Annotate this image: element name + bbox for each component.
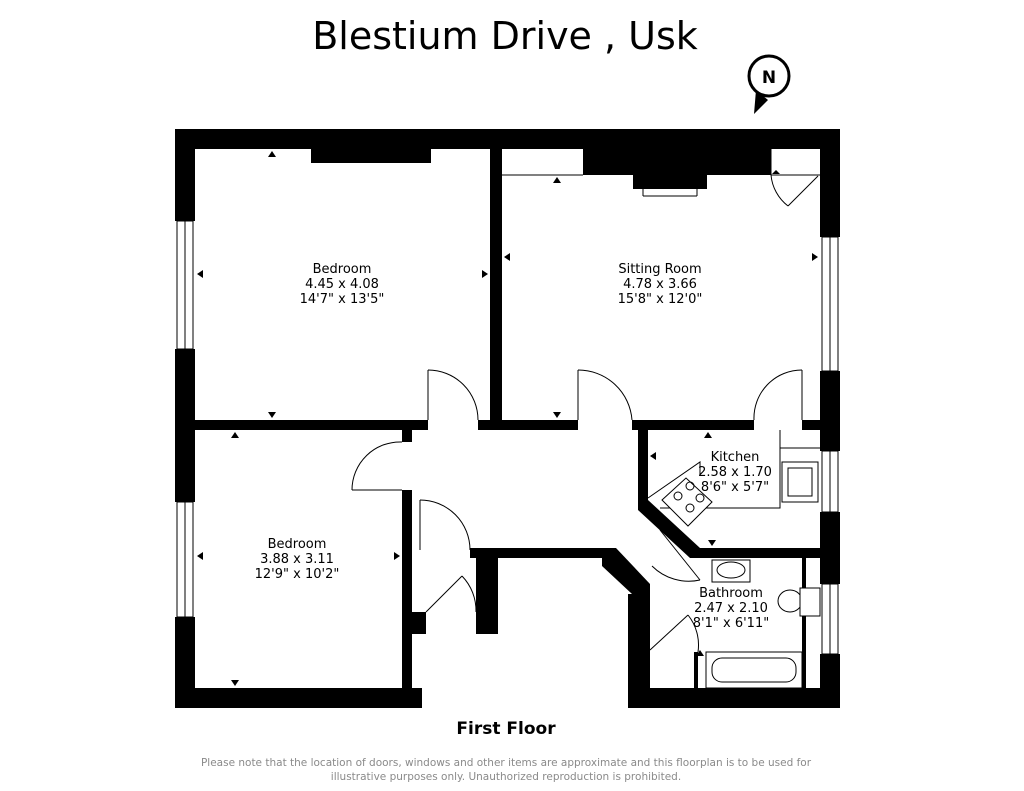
room-metric: 2.58 x 1.70: [698, 465, 772, 480]
toilet-icon: [777, 587, 821, 617]
room-label-sitting-room: Sitting Room 4.78 x 3.66 15'8" x 12'0": [618, 262, 703, 307]
outer-walls: [175, 129, 840, 708]
room-metric: 4.78 x 3.66: [623, 277, 697, 292]
floor-label: First Floor: [456, 719, 556, 739]
kitchen-fixtures: [647, 448, 819, 527]
disclaimer: Please note that the location of doors, …: [200, 757, 812, 783]
room-imperial: 8'6" x 5'7": [701, 480, 769, 495]
room-metric: 4.45 x 4.08: [305, 277, 379, 292]
room-label-bathroom: Bathroom 2.47 x 2.10 8'1" x 6'11": [693, 586, 769, 631]
room-name: Bedroom: [313, 262, 372, 277]
room-name: Bedroom: [268, 537, 327, 552]
compass-letter: N: [762, 68, 776, 88]
room-name: Kitchen: [711, 450, 760, 465]
bathroom-fixtures: [705, 559, 821, 689]
room-name: Bathroom: [699, 586, 763, 601]
dimension-markers: [197, 151, 818, 686]
room-imperial: 15'8" x 12'0": [618, 292, 703, 307]
windows: [176, 220, 839, 655]
plan-title: Blestium Drive , Usk: [312, 14, 698, 58]
cooker-icon: [661, 477, 713, 527]
room-metric: 2.47 x 2.10: [694, 601, 768, 616]
internal-walls: [195, 149, 820, 688]
room-name: Sitting Room: [618, 262, 701, 277]
compass-icon: N: [747, 54, 791, 114]
room-imperial: 8'1" x 6'11": [693, 616, 769, 631]
sink-icon: [711, 559, 751, 583]
room-label-bedroom-2: Bedroom 3.88 x 3.11 12'9" x 10'2": [255, 537, 340, 582]
room-imperial: 14'7" x 13'5": [300, 292, 385, 307]
fireplace: [633, 175, 707, 197]
room-imperial: 12'9" x 10'2": [255, 567, 340, 582]
room-metric: 3.88 x 3.11: [260, 552, 334, 567]
bath-icon: [705, 651, 803, 689]
thin-lines: [502, 149, 820, 449]
doors: [351, 174, 819, 653]
room-label-kitchen: Kitchen 2.58 x 1.70 8'6" x 5'7": [698, 450, 772, 495]
room-label-bedroom-1: Bedroom 4.45 x 4.08 14'7" x 13'5": [300, 262, 385, 307]
